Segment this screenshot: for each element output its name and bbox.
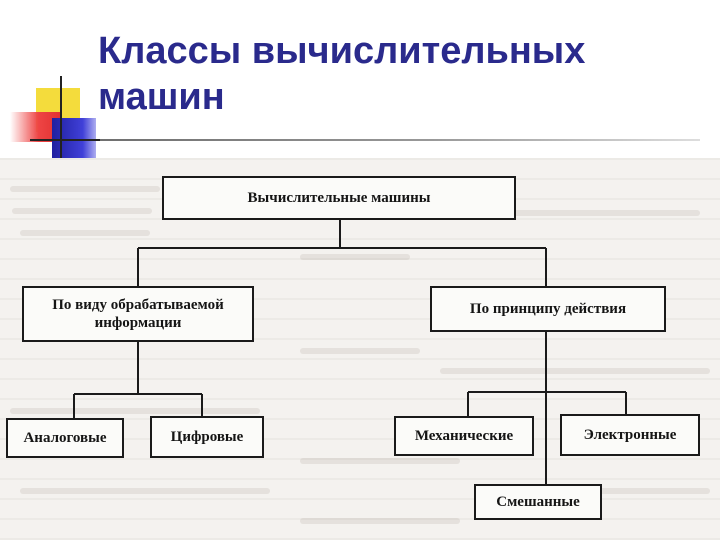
decor-blue-square bbox=[52, 118, 96, 158]
slide-title: Классы вычислительных машин bbox=[98, 30, 586, 118]
node-digital: Цифровые bbox=[150, 416, 264, 458]
node-mechanical: Механические bbox=[394, 416, 534, 456]
decor-vertical-line bbox=[60, 76, 62, 158]
node-computing-machines: Вычислительные машины bbox=[162, 176, 516, 220]
node-electronic: Электронные bbox=[560, 414, 700, 456]
node-analog: Аналоговые bbox=[6, 418, 124, 458]
decor-horizontal-line bbox=[30, 139, 100, 141]
title-underline bbox=[30, 139, 700, 141]
node-by-operating-principle: По принципу действия bbox=[430, 286, 666, 332]
node-mixed: Смешанные bbox=[474, 484, 602, 520]
scanned-background bbox=[0, 158, 720, 540]
node-by-information-type: По виду обрабатываемой информации bbox=[22, 286, 254, 342]
